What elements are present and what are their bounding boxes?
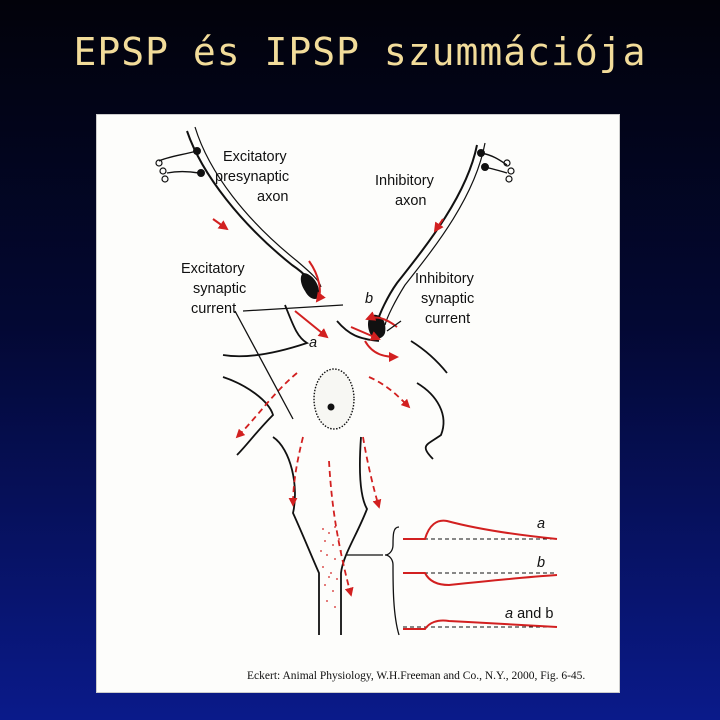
neuron-diagram: Excitatory presynaptic axon Inhibitory a… — [97, 115, 619, 692]
trace-label-a: a — [537, 516, 545, 532]
neuron-figure: Excitatory presynaptic axon Inhibitory a… — [96, 114, 620, 693]
label-inhibitory-axon: Inhibitory axon — [375, 173, 438, 209]
label-synapse-b: b — [365, 291, 373, 307]
axon-hillock-stipple — [320, 526, 342, 608]
nucleus — [314, 369, 354, 429]
neuron-cell-body — [223, 305, 447, 635]
label-excitatory-current: Excitatory synaptic current — [181, 261, 250, 317]
label-synapse-a: a — [309, 335, 317, 351]
trace-label-b: b — [537, 555, 545, 571]
label-excitatory-axon: Excitatory presynaptic axon — [215, 149, 293, 205]
trace-label-a-and-b: a and b — [505, 606, 553, 622]
label-inhibitory-current: Inhibitory synaptic current — [415, 271, 478, 327]
nucleolus — [328, 404, 335, 411]
slide-title: EPSP és IPSP szummációja — [0, 30, 720, 74]
figure-citation: Eckert: Animal Physiology, W.H.Freeman a… — [247, 670, 585, 682]
